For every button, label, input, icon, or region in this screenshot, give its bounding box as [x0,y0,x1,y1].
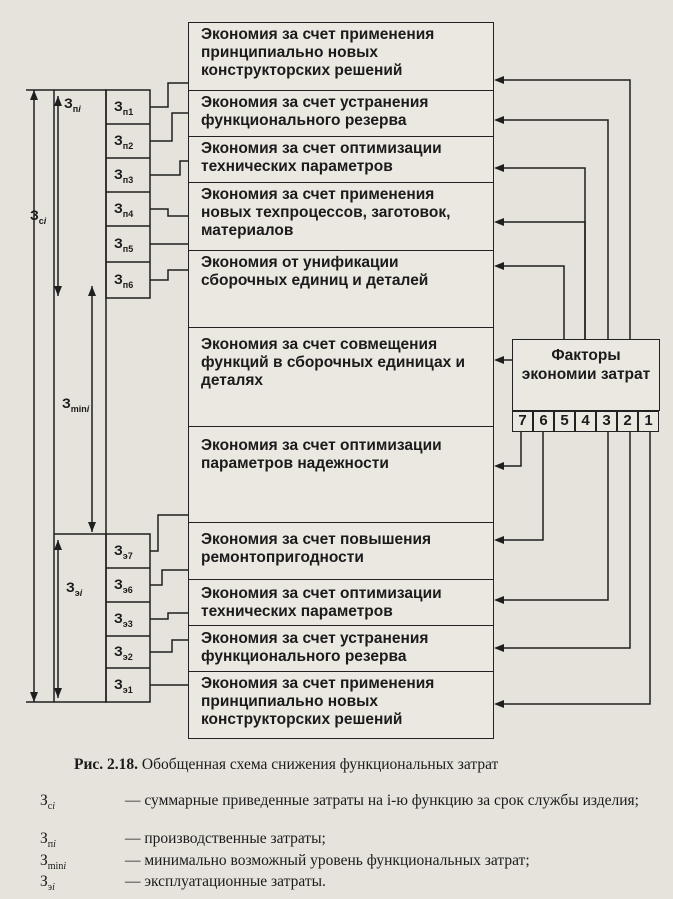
label-se-6: Зэ6 [114,576,133,595]
saving-box-new-design-top: Экономия за счет применения принципиальн… [188,22,494,91]
saving-box-reliability: Экономия за счет оптимизации параметров … [188,426,494,523]
label-sn-5: Зп5 [114,235,134,254]
label-sn-4: Зп4 [114,200,134,219]
saving-box-new-design-bottom: Экономия за счет применения принципиальн… [188,671,494,739]
saving-box-functional-reserve-bottom: Экономия за счет устранения функциональн… [188,625,494,672]
label-se-3: Зэ3 [114,610,133,629]
label-sn-6: Зп6 [114,271,134,290]
legend-item-sc: Зci — суммарные приведенные затраты на i… [40,792,639,813]
factor-number-3: 3 [596,411,617,432]
label-smin: Зmini [62,395,90,414]
label-sc: Зci [30,207,47,226]
factor-number-4: 4 [575,411,596,432]
factor-number-5: 5 [554,411,575,432]
saving-box-maintainability: Экономия за счет повышения ремонтопригод… [188,522,494,580]
label-se-1: Зэ1 [114,676,133,695]
factors-box: Факторы экономии затрат [512,339,660,411]
factor-number-2: 2 [617,411,638,432]
factor-number-6: 6 [533,411,554,432]
factor-number-7: 7 [512,411,533,432]
figure-caption: Рис. 2.18. Обобщенная схема снижения фун… [74,756,498,774]
label-se-7: Зэ7 [114,542,133,561]
label-sn-1: Зп1 [114,98,134,117]
factor-number-1: 1 [638,411,659,432]
label-se: Зэi [66,579,83,598]
label-sn: Зпi [64,95,81,114]
caption-prefix: Рис. 2.18. [74,756,139,773]
saving-box-tech-params-top: Экономия за счет оптимизации технических… [188,136,494,183]
label-se-2: Зэ2 [114,643,133,662]
label-sn-2: Зп2 [114,132,134,151]
saving-box-functional-reserve-top: Экономия за счет устранения функциональн… [188,90,494,137]
saving-box-function-combination: Экономия за счет совмещения функций в сб… [188,327,494,427]
saving-box-unification: Экономия от унификации сборочных единиц … [188,250,494,328]
saving-box-tech-params-bottom: Экономия за счет оптимизации технических… [188,579,494,626]
saving-box-new-processes: Экономия за счет применения новых техпро… [188,182,494,251]
label-sn-3: Зп3 [114,166,134,185]
caption-text: Обобщенная схема снижения функциональных… [141,756,499,773]
